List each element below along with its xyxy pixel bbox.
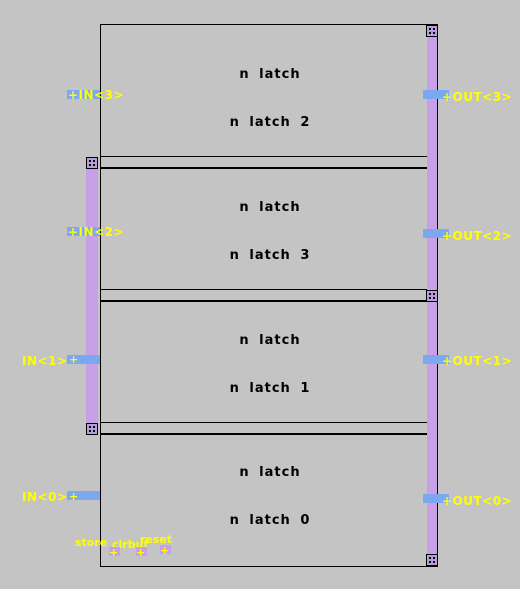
input-label-0: IN<0> — [22, 490, 68, 504]
output-pin-2[interactable] — [423, 229, 449, 238]
reset-label: reset — [140, 533, 173, 546]
cell-title: n latch — [239, 200, 301, 215]
input-pin-2[interactable] — [67, 227, 100, 236]
cell-separator — [100, 156, 438, 168]
reset-pin[interactable] — [160, 545, 171, 554]
cell-instance-name: n latch 1 — [229, 381, 311, 396]
cell-instance-name: n latch 2 — [229, 115, 311, 130]
cell-title: n latch — [239, 333, 301, 348]
pin-marker: + — [160, 544, 170, 557]
cell-separator — [100, 422, 438, 434]
left-rail[interactable] — [86, 160, 98, 430]
pin-marker: + — [69, 490, 79, 503]
latch-cell-0[interactable]: n latch n latch 0 — [100, 434, 438, 567]
output-pin-1[interactable] — [423, 355, 449, 364]
store-label: store — [75, 536, 108, 549]
via-contact — [426, 554, 438, 566]
output-pin-0[interactable] — [423, 494, 449, 503]
cell-title: n latch — [239, 465, 301, 480]
via-contact — [86, 157, 98, 169]
output-label-3: +OUT<3> — [442, 90, 513, 104]
input-pin-3[interactable] — [67, 90, 100, 99]
cell-instance-name: n latch 3 — [229, 248, 311, 263]
latch-cell-1[interactable]: n latch n latch 1 — [100, 301, 438, 423]
cell-separator — [100, 289, 438, 301]
latch-cell-2[interactable]: n latch n latch 2 — [100, 24, 438, 157]
output-label-2: +OUT<2> — [442, 229, 513, 243]
pin-marker: + — [69, 353, 79, 366]
pin-marker: + — [136, 546, 146, 559]
input-pin-0[interactable] — [67, 491, 100, 500]
clearbuf-pin[interactable] — [136, 547, 147, 556]
cell-title: n latch — [239, 67, 301, 82]
input-label-2: +IN<2> — [68, 225, 125, 239]
output-label-0: +OUT<0> — [442, 494, 513, 508]
output-label-1: +OUT<1> — [442, 354, 513, 368]
output-pin-3[interactable] — [423, 90, 449, 99]
input-pin-1[interactable] — [67, 355, 100, 364]
pin-marker: + — [109, 546, 119, 559]
input-label-1: IN<1> — [22, 354, 68, 368]
latch-cell-3[interactable]: n latch n latch 3 — [100, 168, 438, 290]
input-label-3: +IN<3> — [68, 88, 125, 102]
via-contact — [426, 25, 438, 37]
via-contact — [86, 423, 98, 435]
cell-instance-name: n latch 0 — [229, 513, 311, 528]
via-contact — [426, 290, 438, 302]
store-pin[interactable] — [109, 547, 120, 556]
